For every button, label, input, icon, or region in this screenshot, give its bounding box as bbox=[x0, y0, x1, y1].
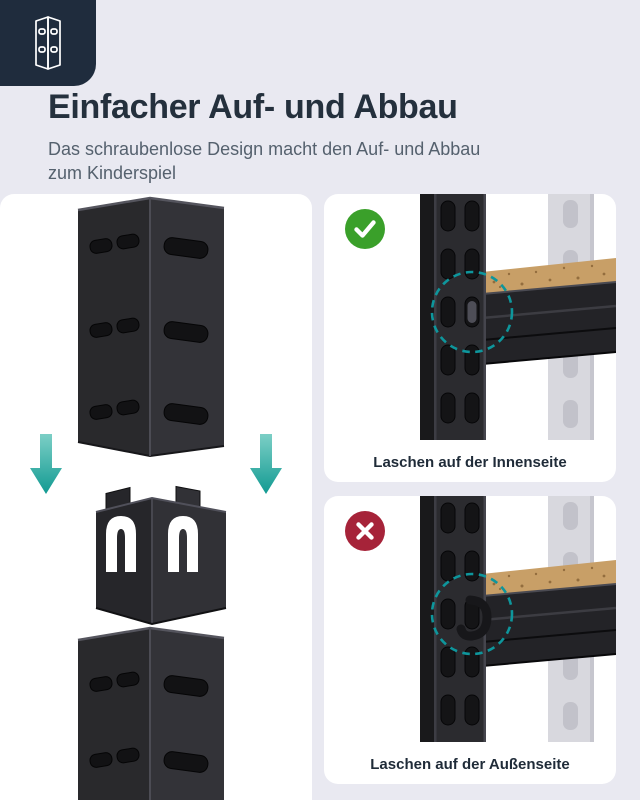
assembly-illustration-panel bbox=[0, 194, 312, 800]
post-slots bbox=[440, 200, 480, 424]
connector-piece bbox=[95, 485, 227, 626]
corner-badge bbox=[0, 0, 96, 86]
inner-tab-illustration bbox=[420, 194, 616, 440]
page-subtitle: Das schraubenlose Design macht den Auf- … bbox=[48, 138, 480, 186]
subtitle-line-1: Das schraubenlose Design macht den Auf- … bbox=[48, 139, 481, 159]
corner-post-icon bbox=[35, 16, 61, 70]
caption-aussenseite: Laschen auf der Außenseite bbox=[370, 756, 570, 773]
shelf-beam bbox=[481, 560, 616, 667]
corner-post-assembly-illustration bbox=[30, 196, 282, 800]
correct-example-panel: Laschen auf der Innenseite bbox=[324, 194, 616, 482]
check-icon bbox=[345, 209, 385, 249]
cross-icon bbox=[345, 511, 385, 551]
dashed-circle-icon bbox=[430, 572, 514, 656]
inner-tab bbox=[464, 296, 480, 328]
outer-hook bbox=[456, 595, 492, 641]
shelf-beam bbox=[481, 258, 616, 365]
upper-post bbox=[77, 196, 225, 458]
subtitle-line-2: zum Kinderspiel bbox=[48, 162, 177, 183]
outer-tab-illustration bbox=[420, 496, 616, 742]
down-arrow-left-icon bbox=[30, 434, 62, 494]
dashed-circle-icon bbox=[430, 270, 514, 354]
page-title: Einfacher Auf- und Abbau bbox=[48, 88, 458, 126]
lower-post bbox=[77, 626, 225, 800]
wrong-example-panel: Laschen auf der Außenseite bbox=[324, 496, 616, 784]
down-arrow-right-icon bbox=[250, 434, 282, 494]
caption-innenseite: Laschen auf der Innenseite bbox=[373, 454, 567, 471]
